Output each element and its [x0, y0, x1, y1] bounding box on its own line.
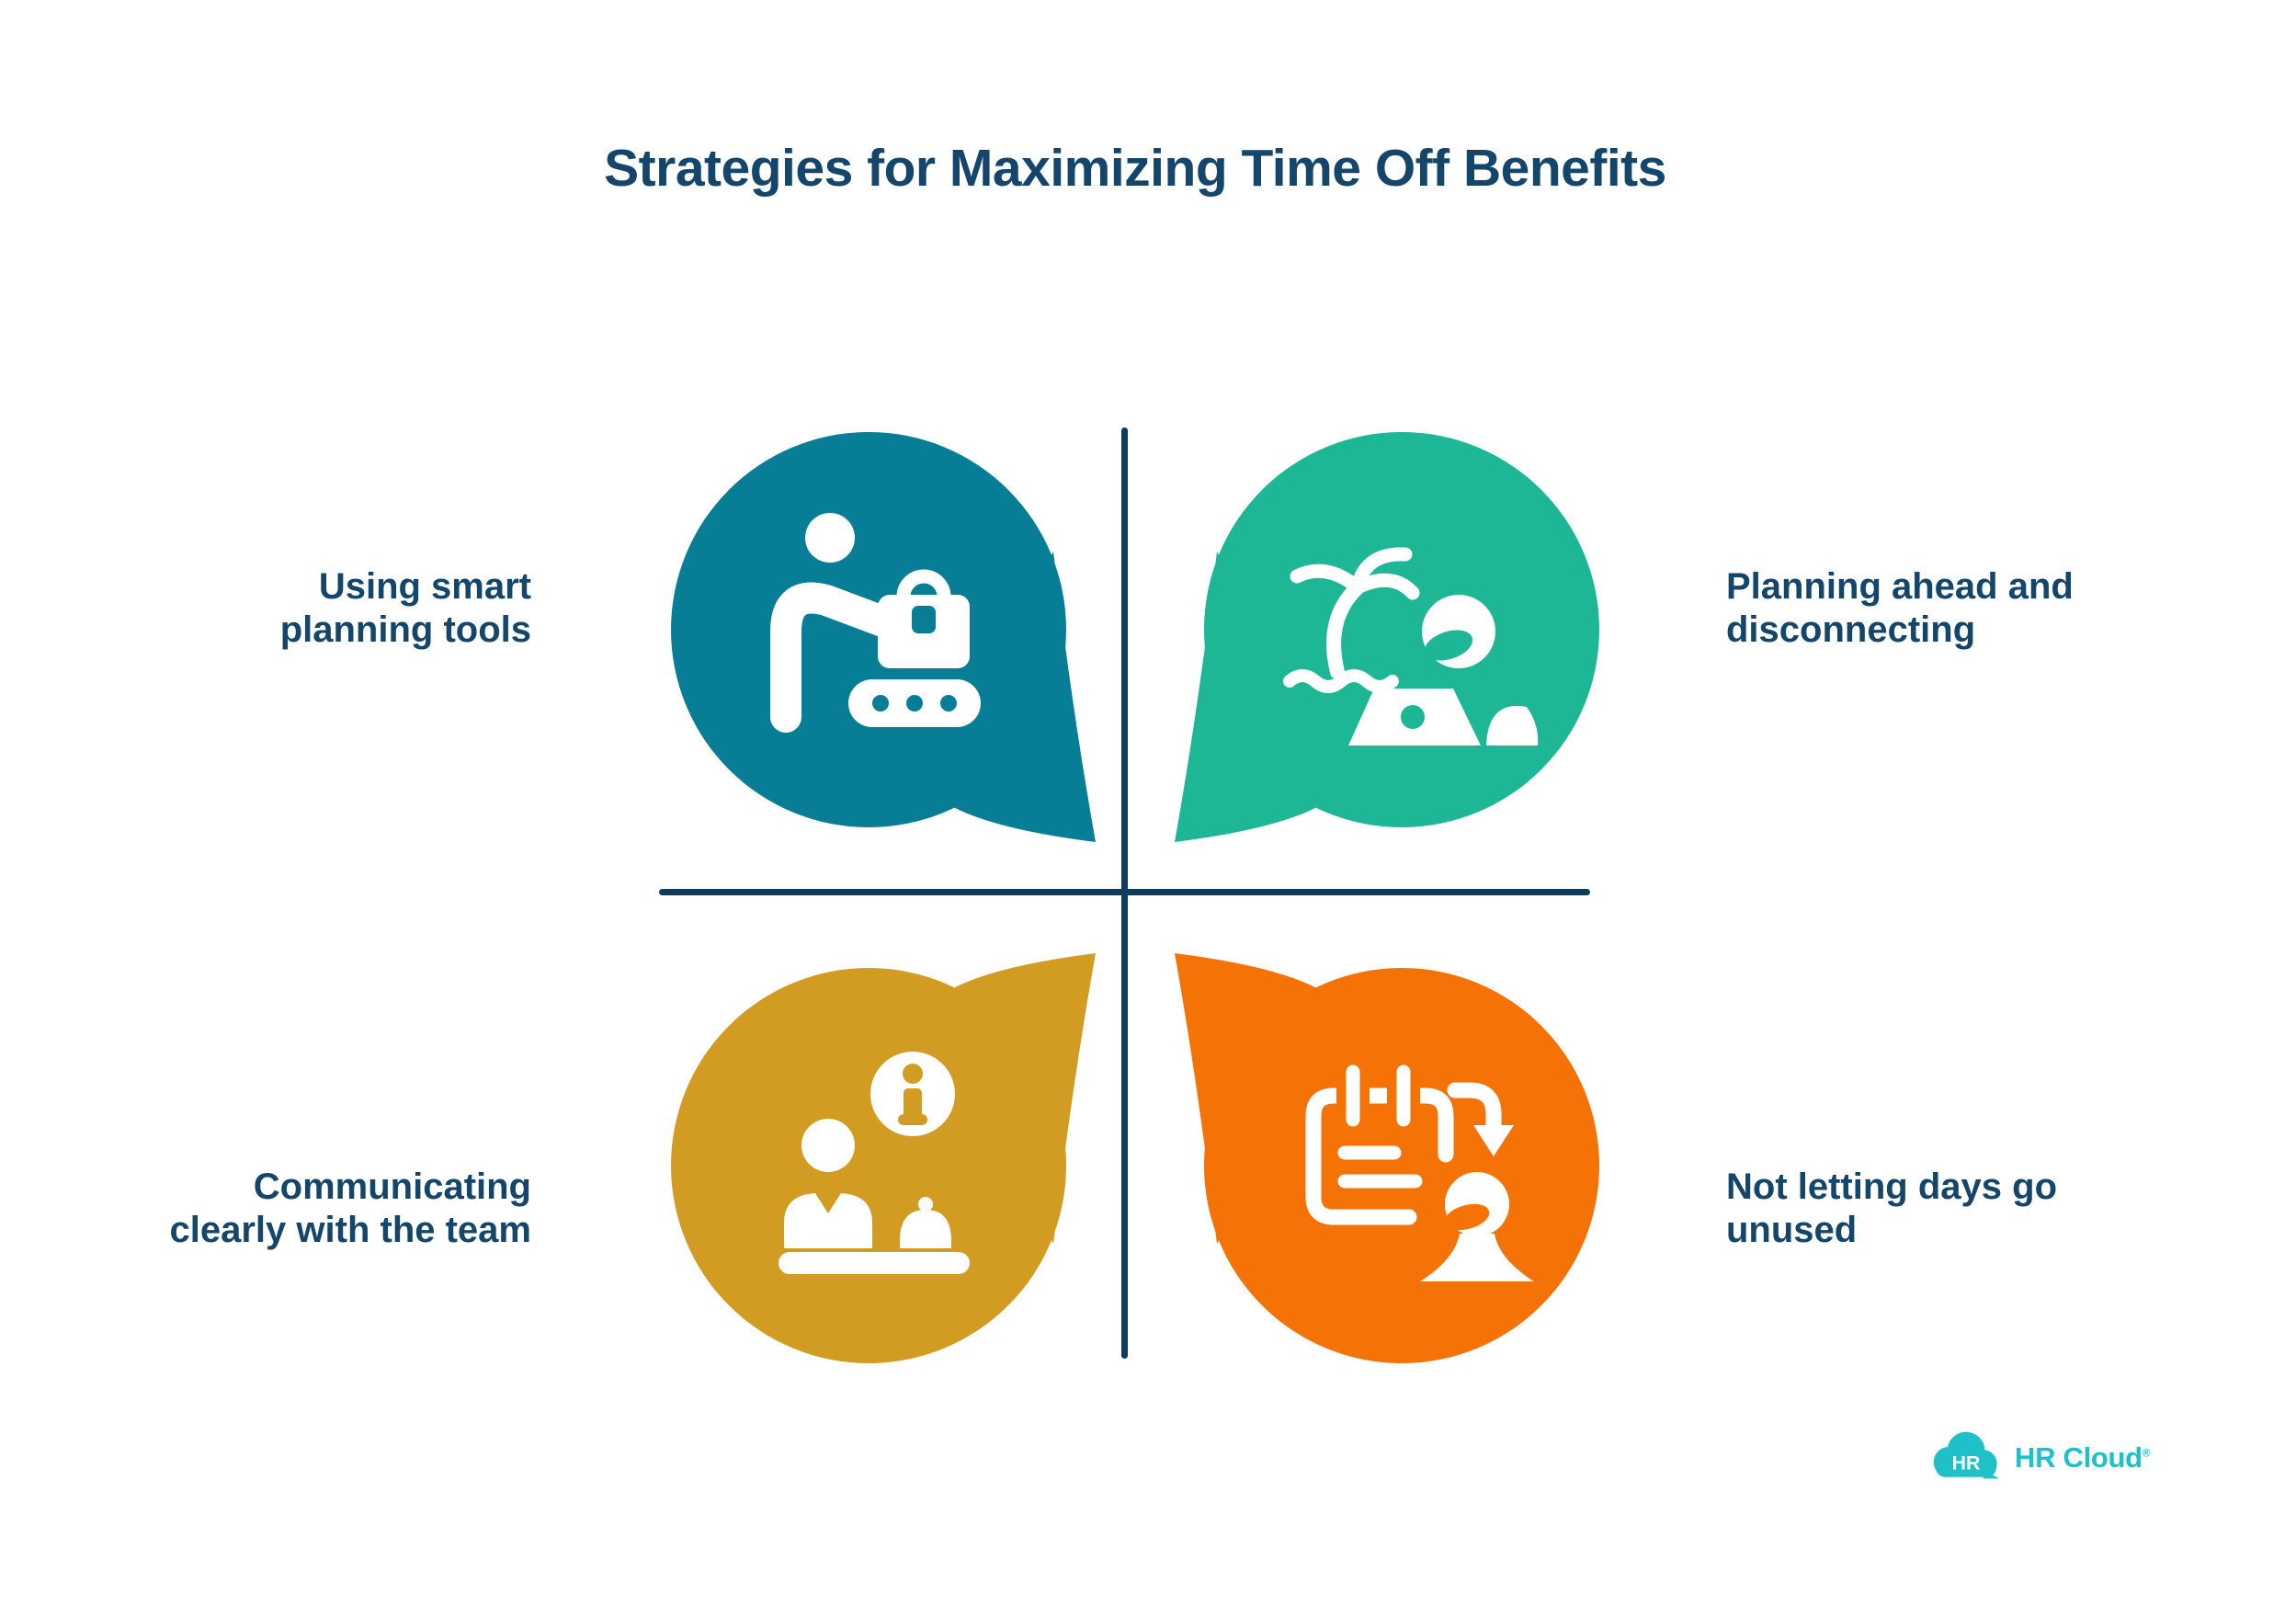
- bubble-tail: [930, 953, 1096, 1244]
- luggage-conveyor-icon: [770, 513, 981, 733]
- water-waves: [1283, 669, 1399, 693]
- label-line: disconnecting: [1726, 609, 1976, 651]
- horizontal-divider-line: [659, 889, 1590, 895]
- vacation-laptop-icon: [1283, 547, 1539, 746]
- conveyor-dot: [906, 695, 923, 711]
- bubble-tail: [1175, 552, 1340, 842]
- label-line: Using smart: [318, 566, 531, 607]
- label-line: Communicating: [253, 1167, 531, 1207]
- bubble-tail: [930, 552, 1096, 842]
- speech-bubble-top-right: [1175, 432, 1599, 842]
- logo-badge-text: HR: [1952, 1452, 1981, 1474]
- hr-cloud-logo-icon: HR: [1933, 1431, 2000, 1479]
- smile-mouth: [1444, 1203, 1490, 1231]
- front-desk-info-icon: [779, 1052, 970, 1274]
- speech-bubble-top-left: [671, 432, 1096, 842]
- label-not-letting-days-unused: Not letting days go unused: [1726, 1166, 2158, 1252]
- bubble-tail: [1175, 953, 1340, 1244]
- hr-cloud-logo: HR HR Cloud®: [1928, 1430, 2151, 1485]
- info-i-base: [898, 1114, 927, 1125]
- cloud-shape: [1933, 1431, 2000, 1479]
- palm-frond: [1350, 573, 1420, 600]
- cloud-base: [1936, 1459, 1996, 1477]
- lock-shackle: [896, 569, 951, 598]
- person-head: [801, 1119, 855, 1172]
- conveyor-dot: [872, 695, 889, 711]
- label-line: clearly with the team: [169, 1210, 531, 1251]
- service-bell: [900, 1210, 951, 1248]
- arrow-head: [1473, 1125, 1514, 1156]
- desk-counter: [779, 1252, 970, 1274]
- suitcase-keyhole: [912, 606, 936, 633]
- page-title: Strategies for Maximizing Time Off Benef…: [604, 139, 1666, 198]
- label-line: Planning ahead and: [1726, 566, 2074, 607]
- label-line: planning tools: [279, 609, 531, 651]
- bell-knob: [918, 1197, 933, 1212]
- person-shoulders: [784, 1193, 872, 1248]
- registered-trademark-mark: ®: [2142, 1446, 2151, 1460]
- laptop-logo-dot: [1401, 705, 1425, 729]
- palm-trunk: [1326, 580, 1365, 679]
- speech-bubble-bottom-left: [671, 953, 1096, 1363]
- info-i-dot: [903, 1064, 923, 1084]
- label-communicating-clearly: Communicating clearly with the team: [127, 1166, 531, 1252]
- calendar-person-icon: [1305, 1055, 1534, 1281]
- speech-bubble-bottom-right: [1175, 953, 1599, 1363]
- label-planning-ahead-disconnecting: Planning ahead and disconnecting: [1726, 565, 2158, 652]
- label-using-smart-planning-tools: Using smart planning tools: [164, 565, 531, 652]
- person-head: [805, 513, 855, 563]
- person-body: [1420, 1234, 1534, 1281]
- cloud-tail: [1983, 1472, 2000, 1479]
- info-i-stem: [904, 1088, 922, 1120]
- smile-mouth: [1424, 630, 1473, 661]
- curved-arrow: [1447, 1082, 1502, 1135]
- person-shoulder: [1486, 705, 1539, 746]
- conveyor-dot: [940, 695, 957, 711]
- brand-name: HR Cloud: [2015, 1440, 2143, 1474]
- notepad-outline: [1305, 1087, 1454, 1225]
- label-line: Not letting days go: [1726, 1167, 2057, 1207]
- label-line: unused: [1726, 1210, 1858, 1251]
- person-body: [770, 582, 901, 733]
- logo-brand-text: HR Cloud®: [2015, 1440, 2151, 1474]
